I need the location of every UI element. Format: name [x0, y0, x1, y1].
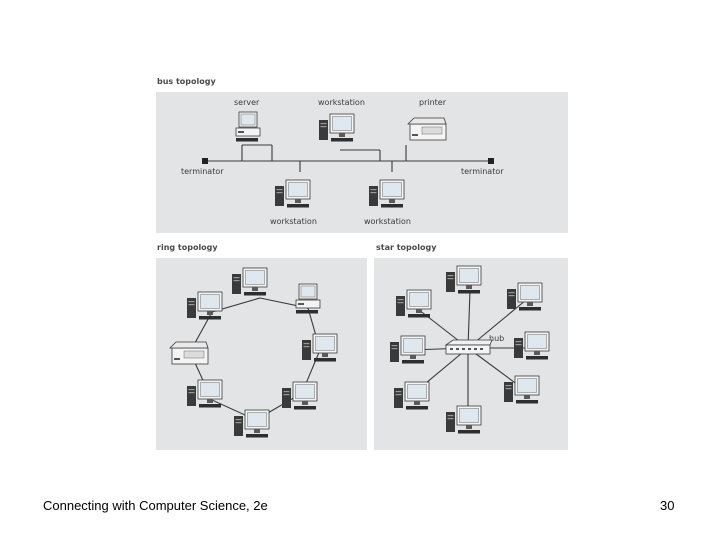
label-hub: hub	[489, 334, 505, 343]
workstation-bottom-left-icon	[274, 179, 311, 208]
label-printer: printer	[419, 98, 447, 107]
label-server: server	[234, 98, 260, 107]
star-workstation-icon	[393, 381, 430, 410]
ring-workstation-icon	[301, 333, 338, 362]
ring-workstation-icon	[231, 267, 268, 296]
page-number: 30	[660, 498, 675, 513]
label-workstation-top: workstation	[318, 98, 365, 107]
ring-workstation-icon	[281, 381, 318, 410]
star-workstation-icon	[506, 282, 543, 311]
ring-workstation-icon	[233, 409, 270, 438]
star-workstation-icon	[445, 405, 482, 434]
label-terminator-left: terminator	[181, 167, 224, 176]
terminator-right-icon	[488, 158, 494, 164]
bus-topology-title: bus topology	[157, 77, 216, 86]
bus-topology-panel	[156, 92, 568, 233]
star-topology-title: star topology	[376, 243, 437, 252]
star-workstation-icon	[513, 331, 550, 360]
label-workstation-bottom-left: workstation	[270, 217, 317, 226]
star-workstation-icon	[389, 335, 426, 364]
printer-icon	[407, 117, 447, 141]
footer-caption: Connecting with Computer Science, 2e	[43, 498, 268, 513]
bus-cables	[205, 144, 491, 172]
hub-icon	[445, 339, 493, 355]
server-icon	[235, 111, 261, 142]
terminator-left-icon	[202, 158, 208, 164]
ring-topology-title: ring topology	[157, 243, 218, 252]
ring-printer-icon	[169, 341, 209, 365]
label-terminator-right: terminator	[461, 167, 504, 176]
label-workstation-bottom-right: workstation	[364, 217, 411, 226]
workstation-bottom-right-icon	[368, 179, 405, 208]
star-workstation-icon	[503, 375, 540, 404]
star-workstation-icon	[395, 289, 432, 318]
ring-workstation-icon	[186, 379, 223, 408]
star-workstation-icon	[445, 265, 482, 294]
workstation-top-icon	[318, 113, 355, 142]
ring-workstation-icon	[186, 291, 223, 320]
